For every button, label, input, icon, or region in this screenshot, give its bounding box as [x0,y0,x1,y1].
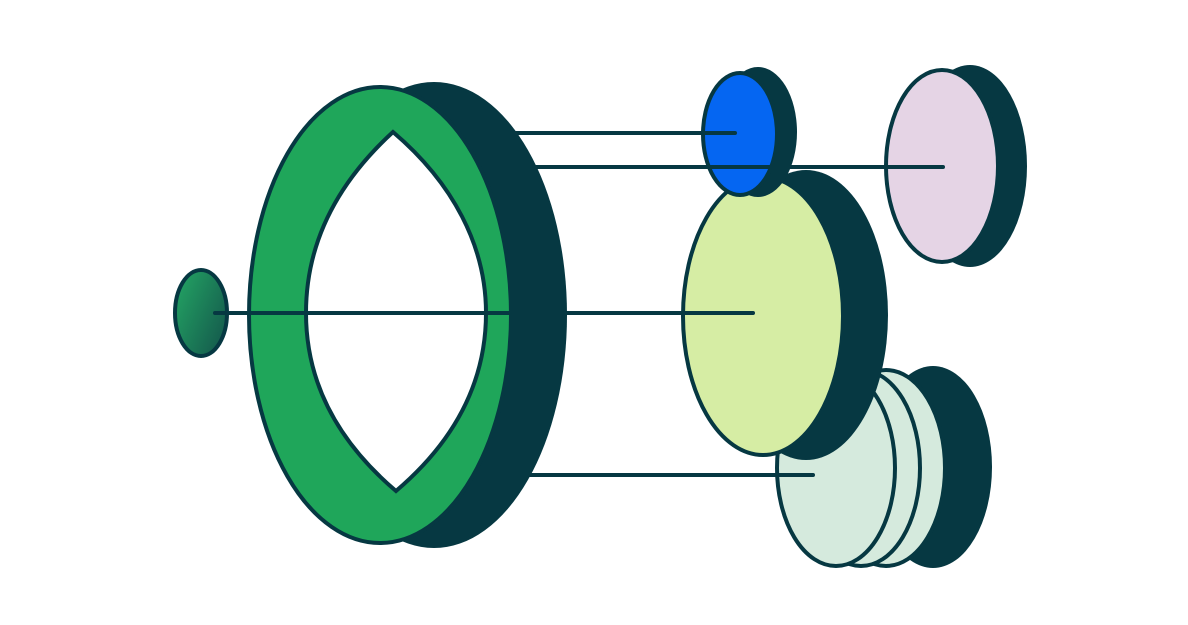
lime-disc [681,170,888,460]
lime-disc-front-face [681,175,845,457]
connector-lines [213,131,945,477]
blue-disc [701,67,797,197]
